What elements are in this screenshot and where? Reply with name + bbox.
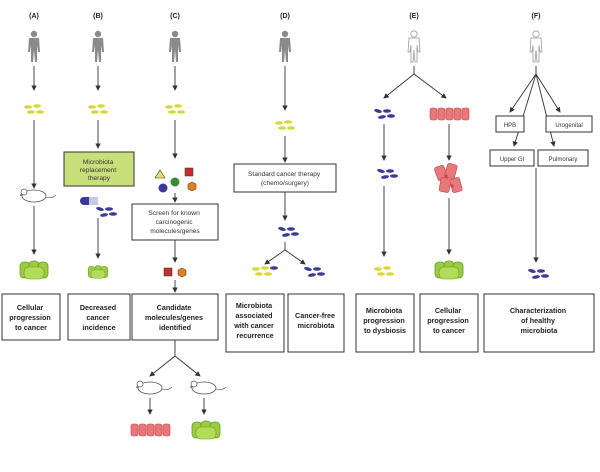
therapy-text-b: Microbiota replacement therapy	[80, 159, 118, 182]
outcome-box-c	[131, 293, 219, 341]
mouse-icon	[19, 188, 57, 203]
screen-box	[131, 203, 219, 241]
cells-icon	[191, 420, 221, 440]
cells-icon	[434, 260, 464, 280]
outcome-text-f: Characterization of healthy microbiota	[510, 306, 568, 335]
column-label-f: (F)	[532, 13, 541, 20]
dysbiotic-microbiota-icon	[374, 266, 394, 276]
therapy-text-d: Standard cancer therapy (chemo/surgery)	[248, 171, 322, 187]
recurrence-microbiota-icon	[252, 266, 278, 276]
cells-icon	[87, 265, 109, 279]
cells-icon	[19, 260, 49, 280]
outcome-box-d-left	[225, 293, 285, 353]
outcome-text-d-right: Cancer-free microbiota	[295, 311, 337, 330]
microbiota-icon	[277, 226, 299, 238]
outcome-box-b	[67, 293, 131, 341]
healthy-microbiota-icon	[275, 120, 295, 130]
microbiota-icon	[376, 168, 398, 180]
tumor-cells-icon	[429, 107, 470, 121]
column-e: (E) Microbiota progression to dysbiosis	[355, 13, 479, 353]
outcome-text-e-left: Microbiota progression to dysbiosis	[363, 306, 407, 335]
candidate-molecules-icon	[163, 267, 187, 278]
column-d: (D) Standard cancer therapy (chemo/surge…	[225, 13, 345, 353]
column-b: (B) Microbiota replacement therapy Decre…	[63, 13, 135, 341]
tumor-cells-icon	[130, 423, 171, 437]
healthy-microbiota-icon	[88, 104, 108, 114]
microbiota-icon	[527, 268, 549, 280]
site-box-hpb	[495, 115, 525, 133]
outcome-box-f	[483, 293, 595, 353]
therapy-box-b	[63, 151, 135, 187]
healthy-microbiota-icon	[24, 104, 44, 114]
capsule-icon	[80, 197, 98, 205]
outcome-text-e-right: Cellular progression to cancer	[427, 306, 471, 335]
outcome-text-d-left: Microbiota associated with cancer recurr…	[233, 301, 276, 340]
outcome-text-b: Decreased cancer incidence	[80, 303, 118, 332]
microbiota-icon	[373, 108, 395, 120]
column-a: (A) Cellular progression to cancer	[1, 13, 61, 341]
patient-icon	[169, 30, 181, 62]
column-label-a: (A)	[29, 13, 39, 20]
outcome-text-a: Cellular progression to cancer	[9, 303, 53, 332]
column-label-e: (E)	[409, 13, 418, 20]
patient-icon	[28, 30, 40, 62]
site-text-urogenital: Urogenital	[555, 123, 582, 129]
outcome-box-d-right	[287, 293, 345, 353]
screen-text: Screen for known carcinogenic molecules/…	[148, 210, 201, 235]
column-f: (F) HPB Urogenital Upper GI Pulmonary Ch…	[483, 13, 595, 353]
patient-icon	[279, 30, 291, 62]
outcome-text-c: Candidate molecules/genes identified	[145, 303, 205, 332]
column-label-d: (D)	[280, 13, 290, 20]
patient-icon	[529, 30, 543, 63]
outcome-box-e-right	[419, 293, 479, 353]
site-box-urogenital	[545, 115, 593, 133]
column-label-b: (B)	[93, 13, 103, 20]
patient-icon	[407, 30, 421, 63]
column-label-c: (C)	[170, 13, 180, 20]
tumor-mass-icon	[434, 163, 463, 193]
site-box-pulmonary	[537, 149, 589, 167]
outcome-box-e-left	[355, 293, 415, 353]
outcome-box-a	[1, 293, 61, 341]
site-text-hpb: HPB	[504, 123, 516, 129]
therapy-box-d	[233, 163, 337, 193]
site-text-pulmonary: Pulmonary	[549, 157, 578, 163]
site-box-upper-gi	[489, 149, 535, 167]
column-c: (C) Screen for known carcinogenic molecu…	[130, 13, 227, 440]
cancer-free-microbiota-icon	[303, 266, 325, 278]
mouse-icon	[189, 380, 227, 395]
patient-icon	[92, 30, 104, 62]
site-text-upper-gi: Upper GI	[500, 157, 525, 163]
mouse-icon	[135, 380, 173, 395]
microbiota-icon	[95, 206, 117, 218]
healthy-microbiota-icon	[165, 104, 185, 114]
molecule-shapes-icon	[154, 167, 197, 193]
